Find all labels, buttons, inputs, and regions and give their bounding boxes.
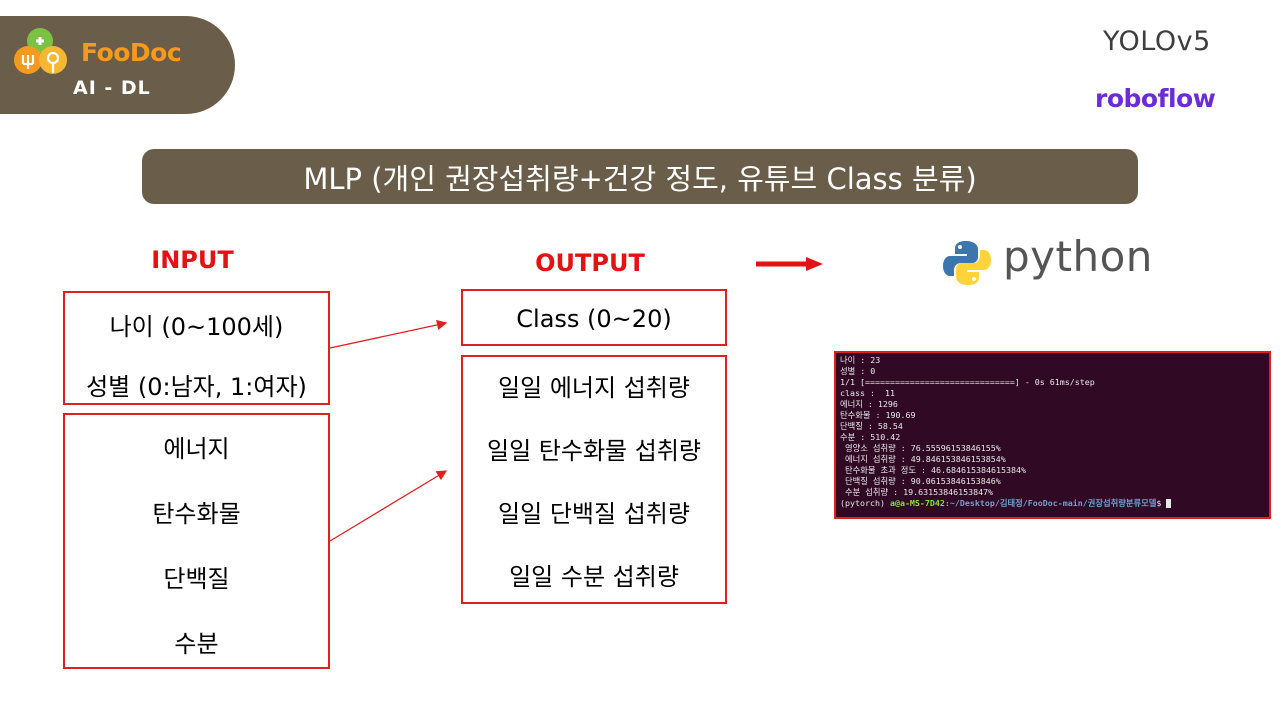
input-carbohydrate: 탄수화물 <box>152 500 241 528</box>
foodoc-logo-icon <box>14 28 67 74</box>
input-gender: 성별 (0:남자, 1:여자) <box>86 373 307 401</box>
terminal-prompt[interactable]: (pytorch) a@a-MS-7D42:~/Desktop/김태정/FooD… <box>840 498 1265 509</box>
input-energy: 에너지 <box>163 435 230 463</box>
logo-subtitle: AI - DL <box>73 77 151 99</box>
input-personal-box: 나이 (0~100세) 성별 (0:남자, 1:여자) <box>63 291 330 405</box>
arrow-nutrients-to-intake <box>329 470 448 542</box>
terminal-line: class : 11 <box>840 388 895 398</box>
terminal-line: 나이 : 23 <box>840 355 881 365</box>
slide-title: MLP (개인 권장섭취량+건강 정도, 유튜브 Class 분류) <box>142 149 1138 204</box>
python-wordmark: python <box>1003 232 1153 281</box>
terminal-line: 단백질 섭취량 : 90.06153846153846% <box>840 476 1001 486</box>
output-energy-intake: 일일 에너지 섭취량 <box>498 374 690 402</box>
terminal-line: 성별 : 0 <box>840 366 876 376</box>
logo-name: FooDoc <box>81 38 182 67</box>
input-water: 수분 <box>174 630 219 658</box>
terminal-line: 1/1 [==============================] - 0… <box>840 377 1095 387</box>
input-protein: 단백질 <box>163 565 230 593</box>
prompt-env: (pytorch) <box>840 498 890 508</box>
terminal-line: 에너지 : 1296 <box>840 399 898 409</box>
terminal-line: 에너지 섭취량 : 49.846153846153854% <box>840 454 1006 464</box>
terminal-output: 나이 : 23 성별 : 0 1/1 [====================… <box>834 351 1271 519</box>
arrow-personal-to-class <box>329 319 448 349</box>
prompt-user: a@a-MS-7D42 <box>889 498 945 508</box>
roboflow-logo: roboflow <box>1095 84 1216 113</box>
input-label: INPUT <box>151 246 234 274</box>
output-label: OUTPUT <box>535 249 645 277</box>
output-intake-box: 일일 에너지 섭취량 일일 탄수화물 섭취량 일일 단백질 섭취량 일일 수분 … <box>461 355 727 604</box>
terminal-line: 수분 섭취량 : 19.63153846153847% <box>840 487 994 497</box>
prompt-path: :~/Desktop/김태정/FooDoc-main/권장섭취량분류모델 <box>944 498 1157 508</box>
output-class-box: Class (0~20) <box>461 289 727 346</box>
output-carbohydrate-intake: 일일 탄수화물 섭취량 <box>487 437 701 465</box>
terminal-cursor <box>1166 499 1172 508</box>
output-water-intake: 일일 수분 섭취량 <box>509 563 679 591</box>
arrow-to-python-head <box>806 257 823 271</box>
input-age: 나이 (0~100세) <box>109 313 284 341</box>
python-logo-icon <box>943 241 991 285</box>
terminal-line: 탄수화물 초과 정도 : 46.684615384615384% <box>840 465 1026 475</box>
terminal-line: 탄수화물 : 190.69 <box>840 410 916 420</box>
output-class: Class (0~20) <box>516 305 672 333</box>
input-nutrients-box: 에너지 탄수화물 단백질 수분 <box>63 413 330 669</box>
prompt-suffix: $ <box>1156 498 1167 508</box>
terminal-line: 단백질 : 58.54 <box>840 421 903 431</box>
terminal-line: 수분 : 510.42 <box>840 432 901 442</box>
terminal-line: 영양소 섭취량 : 76.55596153846155% <box>840 443 1001 453</box>
yolo-logo: YOLOv5 <box>1103 26 1211 57</box>
output-protein-intake: 일일 단백질 섭취량 <box>498 500 690 528</box>
